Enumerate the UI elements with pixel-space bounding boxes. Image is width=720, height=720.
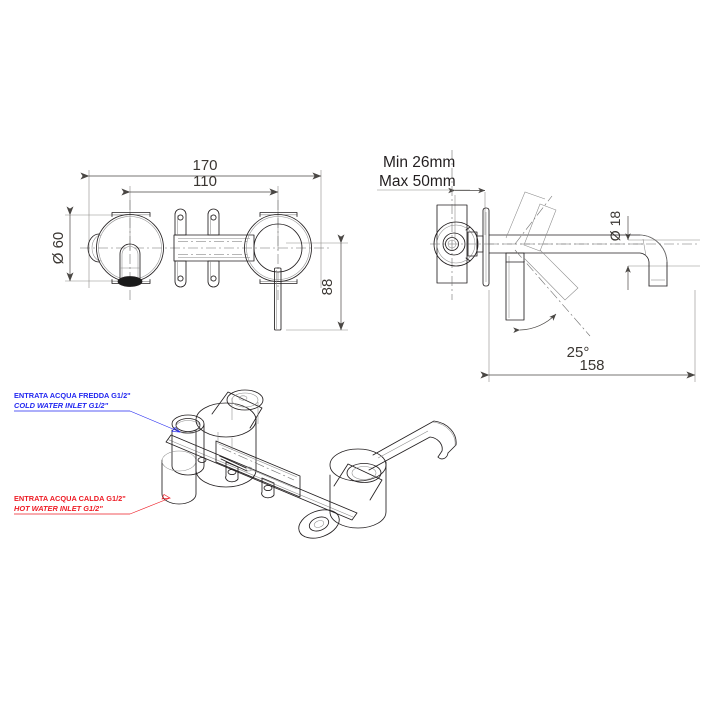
iso-bracket-tab — [217, 432, 233, 450]
iso-left-valve-body — [195, 389, 264, 488]
callout-cold-line-it: ENTRATA ACQUA FREDDA G1/2" — [14, 391, 131, 400]
front-mounting-bracket — [173, 208, 255, 288]
note-wall-thickness-min: Min 26mm — [383, 154, 455, 171]
side-elevation-view: Min 26mm Max 50mm Ø 18 — [377, 150, 700, 382]
dimension-flange-diameter-value: Ø 60 — [50, 232, 67, 265]
iso-right-valve-body — [298, 448, 387, 539]
iso-fasteners — [197, 455, 253, 472]
dimension-spout-diameter-value: Ø 18 — [607, 211, 623, 242]
dimension-spout-projection: 158 — [480, 290, 696, 382]
callout-cold-line-en: COLD WATER INLET G1/2" — [14, 401, 109, 410]
bracket-tab — [207, 208, 220, 236]
dimension-handle-angle: 25° — [513, 313, 590, 361]
front-right-flange — [244, 212, 312, 331]
dimension-flange-diameter: Ø 60 — [50, 206, 74, 282]
side-spout-arm — [488, 234, 668, 287]
bracket-tab — [207, 260, 220, 288]
iso-spout — [368, 420, 457, 471]
callout-cold-leader — [14, 410, 181, 433]
bracket-tab — [174, 208, 187, 236]
iso-cold-inlet — [171, 414, 205, 476]
side-lever-ghost-up — [505, 191, 557, 252]
dimension-overall-height: 88 — [319, 234, 345, 331]
dimension-overall-width-value: 170 — [192, 157, 217, 174]
callout-cold-water-inlet: ENTRATA ACQUA FREDDA G1/2" COLD WATER IN… — [14, 391, 131, 410]
isometric-view: ENTRATA ACQUA FREDDA G1/2" COLD WATER IN… — [14, 389, 457, 539]
note-wall-thickness: Min 26mm Max 50mm — [377, 154, 486, 240]
callout-hot-line-en: HOT WATER INLET G1/2" — [14, 504, 103, 513]
callout-hot-line-it: ENTRATA ACQUA CALDA G1/2" — [14, 494, 126, 503]
dimension-handle-angle-value: 25° — [567, 344, 590, 361]
front-lever-handle — [274, 267, 282, 331]
side-lever-handle — [505, 252, 525, 321]
iso-tie-bar — [165, 434, 358, 521]
bracket-tab — [174, 260, 187, 288]
side-lever-ghost-rotated — [514, 249, 591, 337]
dimension-spout-diameter: Ø 18 — [607, 211, 700, 290]
front-elevation-view: 170 110 Ø 60 88 — [50, 157, 348, 331]
dimension-overall-height-value: 88 — [319, 279, 336, 296]
front-left-flange — [87, 212, 164, 287]
front-extension-lines — [65, 170, 348, 331]
callout-hot-water-inlet: ENTRATA ACQUA CALDA G1/2" HOT WATER INLE… — [14, 494, 126, 513]
dimension-center-distance-value: 110 — [193, 173, 217, 190]
dimension-center-distance: 110 — [121, 173, 279, 196]
callout-hot-leader — [14, 494, 171, 515]
side-escutcheon-plate — [482, 207, 490, 287]
iso-bracket-tab — [225, 461, 239, 483]
side-valve-body — [430, 150, 700, 300]
dimension-overall-width: 170 — [80, 157, 322, 180]
dimension-spout-projection-value: 158 — [579, 357, 604, 374]
note-wall-thickness-max: Max 50mm — [379, 173, 456, 190]
iso-bracket-tab — [261, 477, 275, 499]
